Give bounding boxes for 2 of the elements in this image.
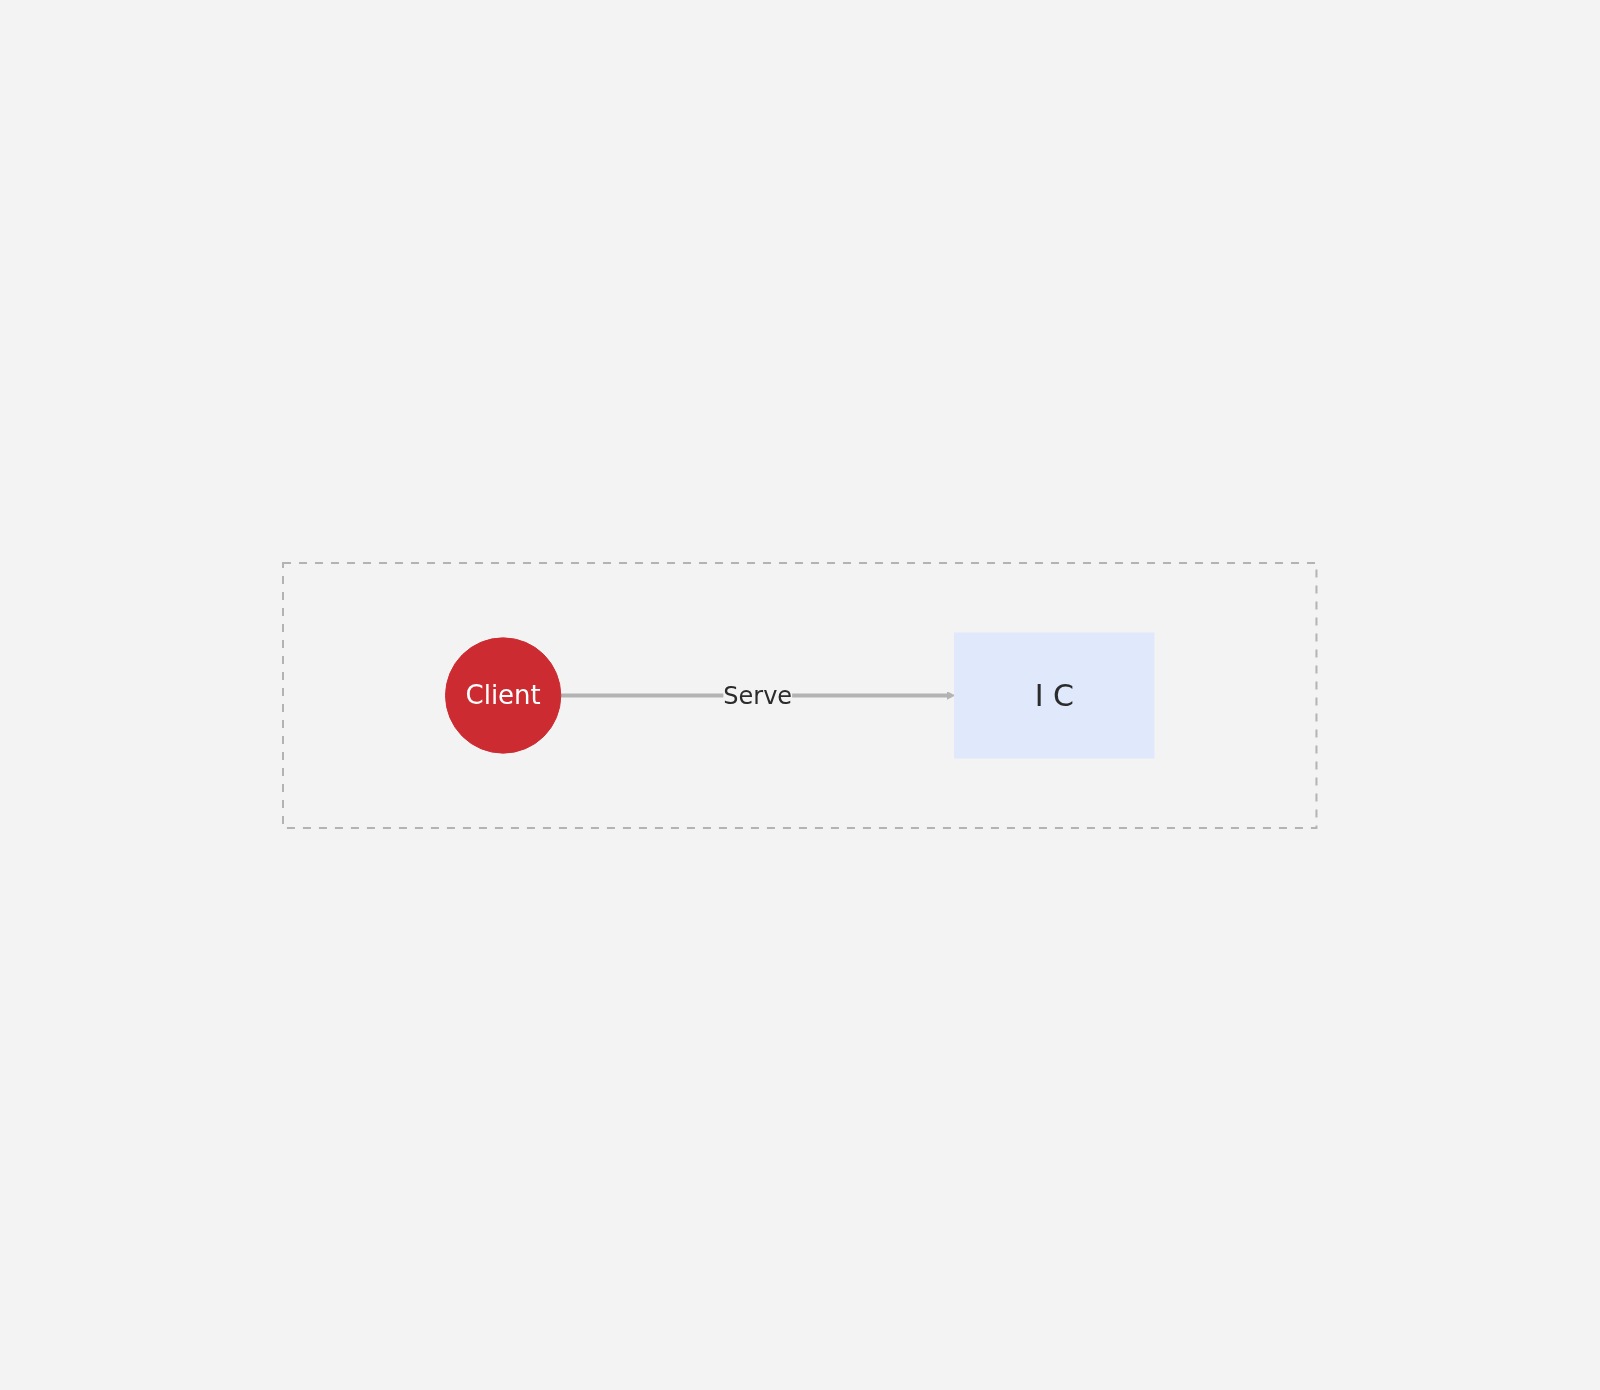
node-circle: Client bbox=[445, 636, 562, 754]
node-box: I C bbox=[954, 632, 1155, 758]
